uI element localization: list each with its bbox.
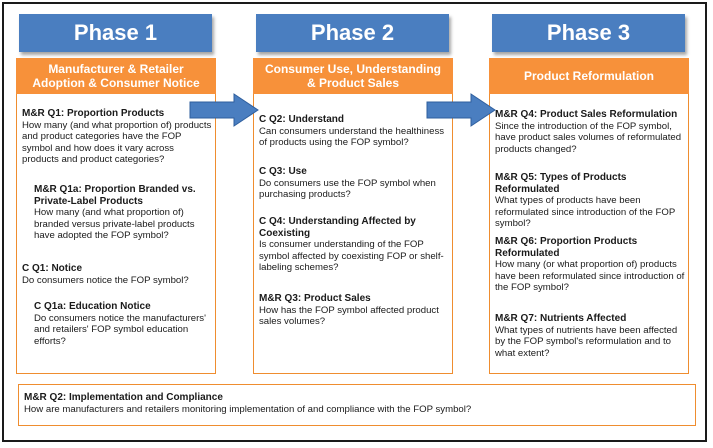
phase-1-subheader-text: Manufacturer & Retailer Adoption & Consu… (32, 62, 200, 90)
q-title: M&R Q1a: Proportion Branded vs. Private-… (34, 184, 196, 207)
phase-3-label: Phase 3 (546, 20, 631, 45)
arrow-phase1-to-phase2-icon (189, 93, 259, 127)
phase-3-subheader: Product Reformulation (489, 58, 689, 94)
phase-1-subheader: Manufacturer & Retailer Adoption & Consu… (16, 58, 216, 94)
q-title: C Q3: Use (259, 166, 307, 177)
col2-cq2: C Q2: Understand Can consumers understan… (259, 114, 449, 149)
q-title: M&R Q7: Nutrients Affected (495, 313, 627, 324)
q-body: Do consumers notice the manufacturers' a… (34, 312, 206, 347)
phase-2-subheader: Consumer Use, Understanding & Product Sa… (253, 58, 453, 94)
phase-2-header: Phase 2 (256, 14, 449, 52)
q-body: How many (and what proportion of) brande… (34, 207, 195, 242)
phase-1-header: Phase 1 (19, 14, 212, 52)
q-body: Is consumer understanding of the FOP sym… (259, 239, 444, 274)
q-title: C Q1a: Education Notice (34, 301, 151, 312)
q-title: M&R Q2: Implementation and Compliance (24, 392, 223, 403)
arrow-phase2-to-phase3-icon (426, 93, 496, 127)
phase-2-subheader-text: Consumer Use, Understanding & Product Sa… (264, 62, 442, 90)
q-body: How many (and what proportion of) produc… (22, 119, 212, 166)
q-body: Do consumers notice the FOP symbol? (22, 274, 189, 286)
col3-mrq6: M&R Q6: Proportion Products Reformulated… (495, 236, 687, 294)
phase-2-label: Phase 2 (310, 20, 395, 45)
phase-1-label: Phase 1 (73, 20, 158, 45)
col3-mrq7: M&R Q7: Nutrients Affected What types of… (495, 313, 687, 359)
col2-cq4: C Q4: Understanding Affected by Coexisti… (259, 216, 449, 274)
q-body: Do consumers use the FOP symbol when pur… (259, 177, 436, 201)
q-body: What types of products have been reformu… (495, 195, 676, 230)
implementation-box (18, 384, 696, 426)
col1-cq1a: C Q1a: Education Notice Do consumers not… (34, 301, 212, 347)
q-title: M&R Q4: Product Sales Reformulation (495, 109, 678, 120)
q-title: M&R Q1: Proportion Products (22, 108, 165, 119)
q-title: C Q1: Notice (22, 263, 83, 274)
phase-3-header: Phase 3 (492, 14, 685, 52)
col2-cq3: C Q3: Use Do consumers use the FOP symbo… (259, 166, 449, 201)
q-body: Since the introduction of the FOP symbol… (495, 120, 682, 155)
q-body: What types of nutrients have been affect… (495, 324, 678, 359)
col2-mrq3: M&R Q3: Product Sales How has the FOP sy… (259, 293, 449, 328)
phase-1-box (16, 58, 216, 374)
q-title: M&R Q5: Types of Products Reformulated (495, 172, 627, 195)
col1-q1a: M&R Q1a: Proportion Branded vs. Private-… (34, 184, 212, 242)
bottom-mrq2: M&R Q2: Implementation and Compliance Ho… (24, 392, 692, 415)
figure-frame (2, 2, 707, 442)
col1-q1: M&R Q1: Proportion Products How many (an… (22, 108, 212, 166)
q-title: C Q4: Understanding Affected by Coexisti… (259, 216, 416, 239)
col1-cq1: C Q1: Notice Do consumers notice the FOP… (22, 263, 212, 286)
q-title: M&R Q6: Proportion Products Reformulated (495, 236, 638, 259)
q-title: M&R Q3: Product Sales (259, 293, 371, 304)
q-title: C Q2: Understand (259, 114, 345, 125)
q-body: How are manufacturers and retailers moni… (24, 403, 472, 415)
q-body: Can consumers understand the healthiness… (259, 125, 445, 149)
col3-mrq5: M&R Q5: Types of Products Reformulated W… (495, 172, 687, 230)
phase-3-subheader-text: Product Reformulation (523, 69, 654, 83)
phase-3-box (489, 58, 689, 374)
phase-2-box (253, 58, 453, 374)
col3-mrq4: M&R Q4: Product Sales Reformulation Sinc… (495, 109, 687, 155)
q-body: How has the FOP symbol affected product … (259, 304, 439, 328)
q-body: How many (or what proportion of) product… (495, 259, 685, 294)
